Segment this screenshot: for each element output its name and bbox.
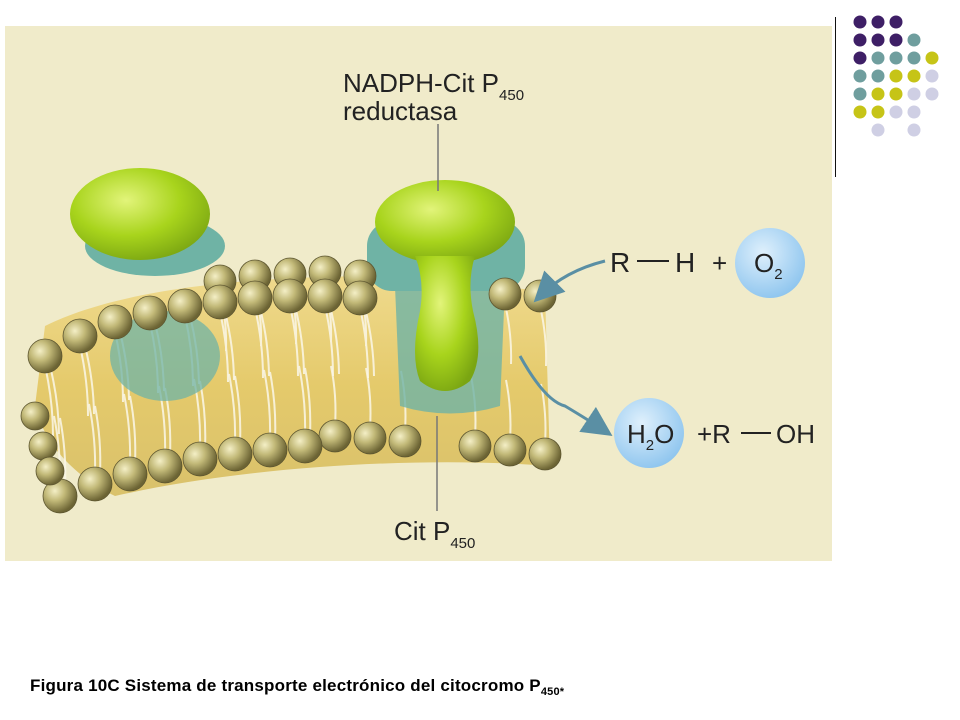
lipid-head [528,437,562,471]
lipid-tail [364,307,375,377]
lipid-head [272,278,308,314]
lipid-head [287,428,323,464]
lipid-head [388,424,422,458]
decorative-dot [853,51,867,65]
product-plus-r: +R [697,419,731,449]
decorative-dot [925,51,939,65]
lipid-head [458,429,492,463]
decorative-dot [853,15,867,29]
vertical-divider-line [835,17,836,177]
lipid-head [28,431,58,461]
decorative-dot [889,51,903,65]
lipid-head [202,284,238,320]
lipid-head [132,295,168,331]
lipid-head [488,277,522,311]
decorative-dot [853,105,867,119]
decorative-dot [907,87,921,101]
lipid-head [97,304,133,340]
decorative-dot [871,87,885,101]
lipid-tail [224,311,235,381]
lipid-head [252,432,288,468]
lipid-tail [84,345,95,415]
decorative-dot [871,33,885,47]
lipid-head [217,436,253,472]
lipid-head [493,433,527,467]
lipid-head [307,278,343,314]
decorative-dot [853,69,867,83]
oxygen-label: O2 [754,248,783,283]
water-circle [614,398,684,468]
lipid-head [147,448,183,484]
lipid-tail [329,305,340,375]
product-release-arrow [518,355,613,436]
reductase-label-line1: NADPH-Cit P450 [343,68,524,104]
lipid-head [353,421,387,455]
decorative-dot [889,15,903,29]
decorative-dot [889,105,903,119]
decorative-dot-grid [853,15,939,137]
lipid-head [237,280,273,316]
decorative-dot [889,33,903,47]
nadph-reductase-protein [375,180,515,391]
lipid-head [318,419,352,453]
reductase-label-line2: reductasa [343,96,458,126]
decorative-dot [853,87,867,101]
lipid-head [77,466,113,502]
decorative-dot [871,15,885,29]
lipid-tail [49,365,60,435]
decorative-dot [907,123,921,137]
substrate-h: H [675,247,695,278]
lipid-heads-upper [27,255,557,374]
substrate-entry-arrow [533,259,606,303]
decorative-dot [871,51,885,65]
lipid-heads-lower [20,401,562,514]
lipid-head [167,288,203,324]
decorative-dot [907,105,921,119]
decorative-dot [871,123,885,137]
lipid-head [27,338,63,374]
lipid-head [182,441,218,477]
decorative-dot [907,69,921,83]
decorative-dot [853,33,867,47]
oxygen-circle [735,228,805,298]
lipid-head [20,401,50,431]
decorative-dot [889,69,903,83]
decorative-dot [871,69,885,83]
lipid-head [62,318,98,354]
lipid-head [112,456,148,492]
cyt-p450-label: Cit P450 [394,516,475,552]
cytochrome-p450-figure: NADPH-Cit P450 reductasa Cit P450 R H + … [5,26,832,561]
decorative-dot [907,33,921,47]
lipid-tail [294,305,305,375]
lipid-head [35,456,65,486]
left-green-protein [70,168,210,260]
product-oh: OH [776,419,815,449]
decorative-dot [925,87,939,101]
decorative-dot [907,51,921,65]
plus-sign: + [712,248,727,278]
decorative-dot [925,69,939,83]
decorative-dot [889,87,903,101]
lipid-head [342,280,378,316]
figure-caption: Figura 10C Sistema de transporte electró… [30,676,565,698]
substrate-r: R [610,247,630,278]
decorative-dot [871,105,885,119]
water-label: H2O [627,419,674,454]
lipid-tail [259,307,270,377]
